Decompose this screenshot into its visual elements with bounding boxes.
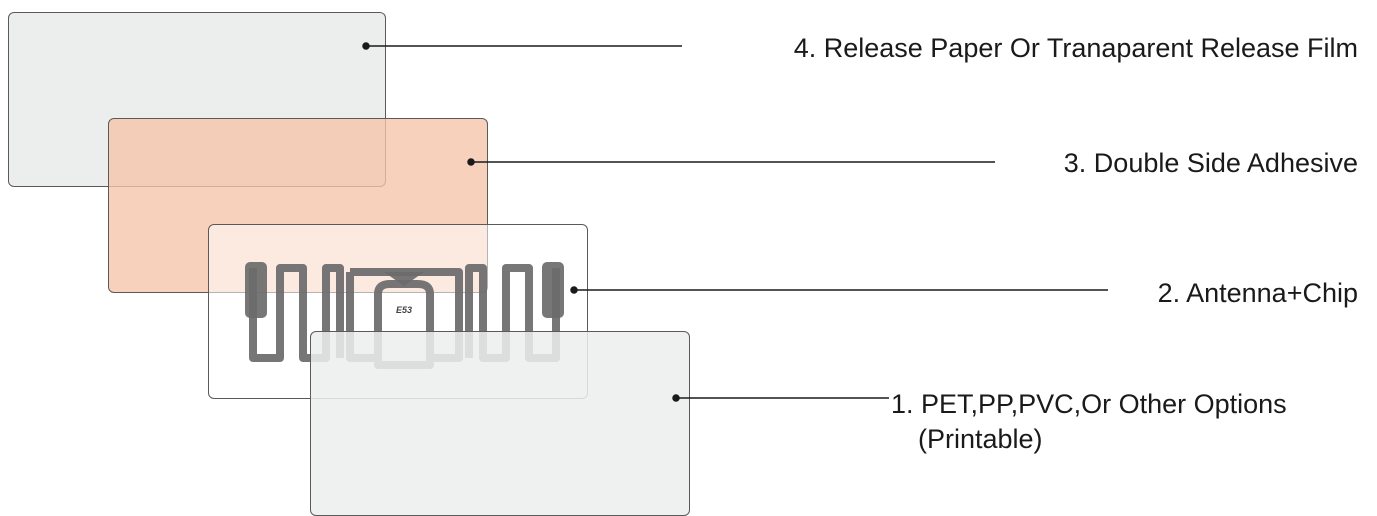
leader-dot-1 bbox=[672, 394, 680, 402]
chip-marking: E53 bbox=[396, 305, 412, 315]
label-face-stock-printable: (Printable) bbox=[918, 424, 1043, 454]
leader-dot-4 bbox=[362, 42, 370, 50]
label-double-side-adhesive: 3. Double Side Adhesive bbox=[1063, 148, 1358, 178]
leader-dot-2 bbox=[570, 286, 578, 294]
leader-lines bbox=[362, 42, 1108, 402]
label-face-stock: 1. PET,PP,PVC,Or Other Options bbox=[891, 389, 1287, 419]
label-release-paper: 4. Release Paper Or Tranaparent Release … bbox=[793, 33, 1358, 63]
face-stock-layer bbox=[310, 331, 690, 516]
leader-dot-3 bbox=[467, 158, 475, 166]
label-antenna-chip: 2. Antenna+Chip bbox=[1157, 278, 1358, 308]
